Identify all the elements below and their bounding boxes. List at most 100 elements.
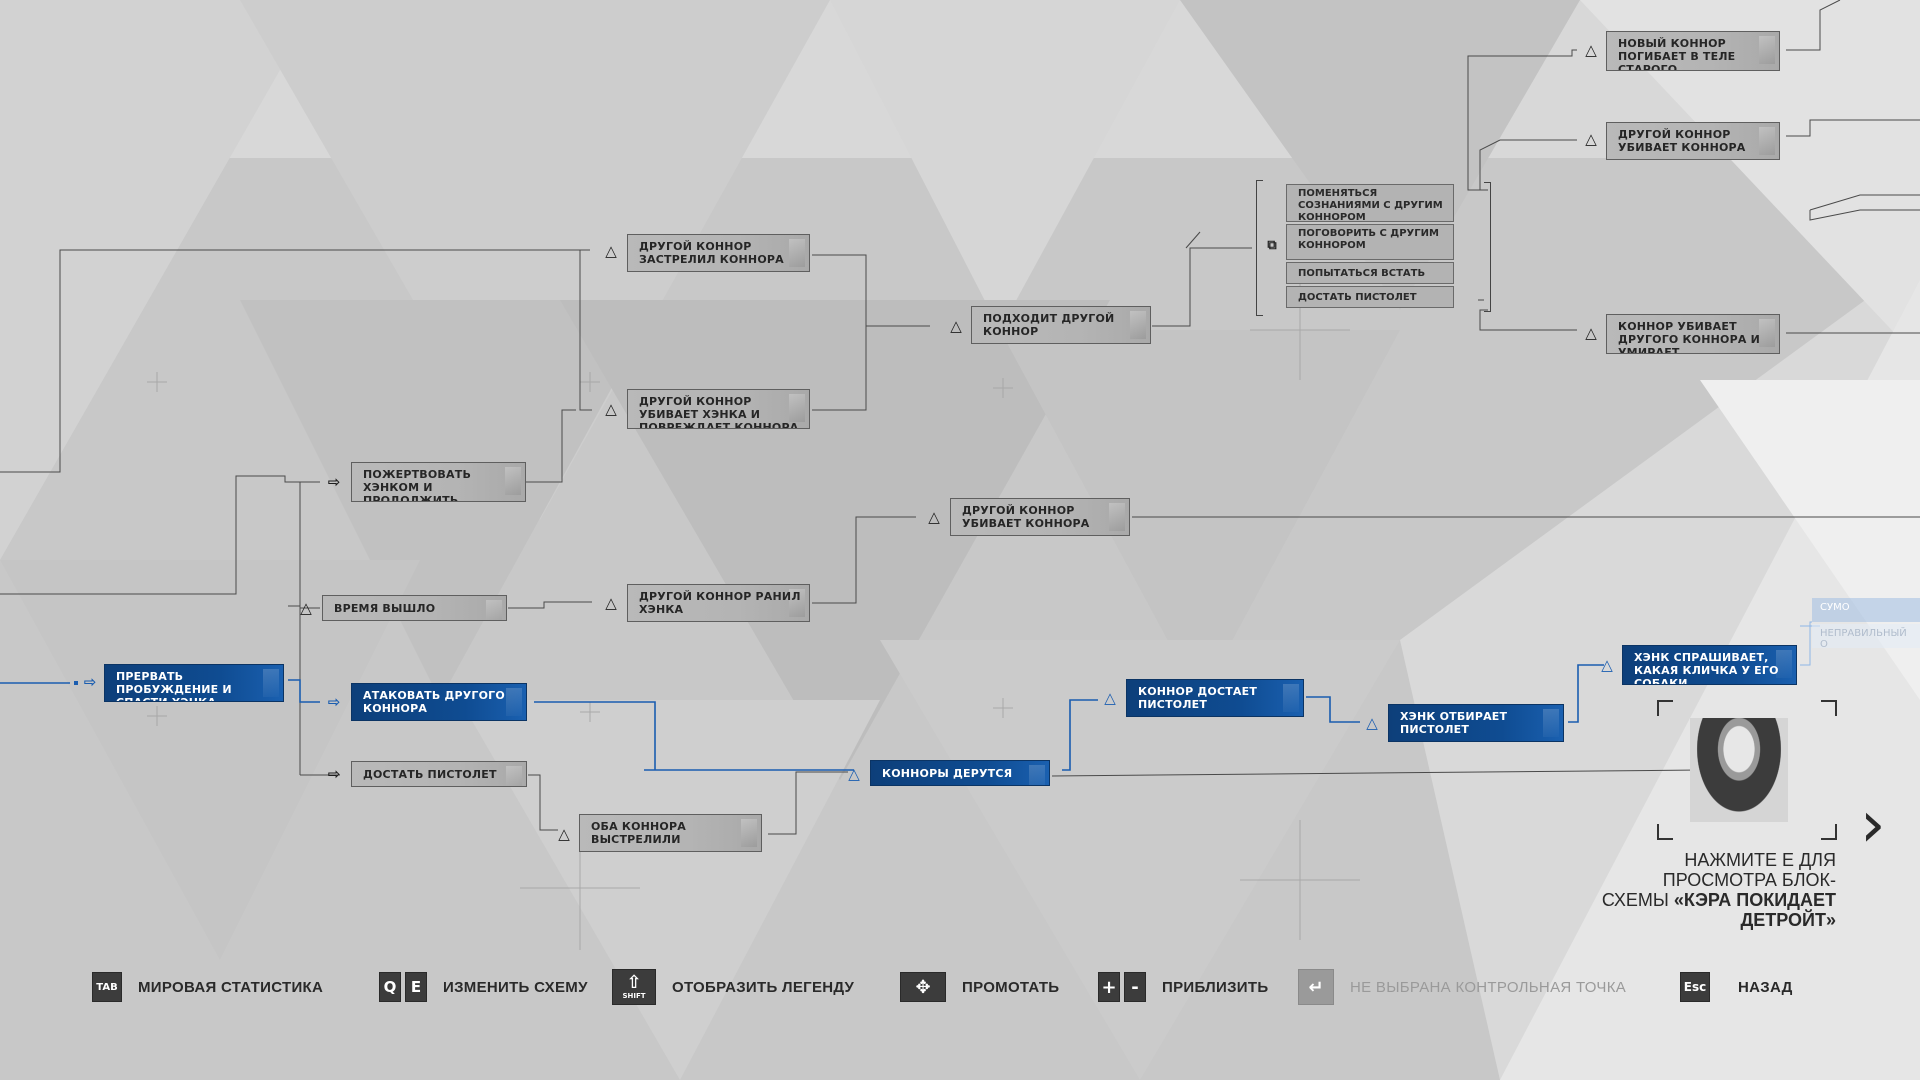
- event-triangle-icon: △: [558, 825, 570, 843]
- choice-draw-gun[interactable]: ДОСТАТЬ ПИСТОЛЕТ: [1286, 286, 1454, 308]
- node-connor-pulls-gun[interactable]: КОННОР ДОСТАЕТ ПИСТОЛЕТ: [1126, 679, 1304, 717]
- node-hank-asks-dog[interactable]: ХЭНК СПРАШИВАЕТ, КАКАЯ КЛИЧКА У ЕГО СОБА…: [1622, 645, 1797, 685]
- node-sacrifice-hank[interactable]: ПОЖЕРТВОВАТЬ ХЭНКОМ И ПРОДОЛЖИТЬ ПРОБУЖД…: [351, 462, 526, 502]
- plus-key-icon: +: [1098, 972, 1120, 1002]
- world-stats-button[interactable]: TAB МИРОВАЯ СТАТИСТИКА: [92, 970, 323, 1004]
- enter-key-icon: ↵: [1298, 969, 1334, 1005]
- node-label: ДРУГОЙ КОННОР УБИВАЕТ КОННОРА: [1618, 128, 1746, 154]
- node-draw-gun[interactable]: ДОСТАТЬ ПИСТОЛЕТ: [351, 761, 527, 787]
- node-label: ДРУГОЙ КОННОР УБИВАЕТ ХЭНКА И ПОВРЕЖДАЕТ…: [639, 395, 799, 429]
- event-triangle-icon: △: [848, 765, 860, 783]
- choice-talk[interactable]: ПОГОВОРИТЬ С ДРУГИМ КОННОРОМ: [1286, 224, 1454, 260]
- node-label: ПОЖЕРТВОВАТЬ ХЭНКОМ И ПРОДОЛЖИТЬ ПРОБУЖД…: [363, 468, 472, 502]
- node-attack-other-connor[interactable]: АТАКОВАТЬ ДРУГОГО КОННОРА: [351, 683, 527, 721]
- zoom-label: ПРИБЛИЗИТЬ: [1162, 978, 1269, 996]
- node-label: КОННОР ДОСТАЕТ ПИСТОЛЕТ: [1138, 685, 1258, 711]
- show-legend-label: ОТОБРАЗИТЬ ЛЕГЕНДУ: [672, 978, 855, 996]
- choice-label: ПОПЫТАТЬСЯ ВСТАТЬ: [1298, 268, 1426, 279]
- node-label: ДРУГОЙ КОННОР УБИВАЕТ КОННОРА: [962, 504, 1090, 530]
- node-connors-fight[interactable]: КОННОРЫ ДЕРУТСЯ: [870, 760, 1050, 786]
- event-triangle-icon: △: [1601, 656, 1613, 674]
- shift-key-label: SHIFT: [622, 991, 646, 1000]
- tab-key-icon: TAB: [92, 972, 122, 1002]
- choice-arrow-icon: ⇨: [327, 473, 341, 491]
- scroll-label: ПРОМОТАТЬ: [962, 978, 1060, 996]
- event-triangle-icon: △: [1585, 324, 1597, 342]
- minus-key-icon: -: [1124, 972, 1146, 1002]
- back-button[interactable]: Esc НАЗАД: [1680, 970, 1793, 1004]
- show-legend-button[interactable]: ⇧SHIFT ОТОБРАЗИТЬ ЛЕГЕНДУ: [612, 969, 855, 1005]
- node-other-wounded-hank[interactable]: ДРУГОЙ КОННОР РАНИЛ ХЭНКА: [627, 584, 810, 622]
- frame-corner: [1821, 824, 1837, 840]
- node-label: ОБА КОННОРА ВЫСТРЕЛИЛИ: [591, 820, 686, 846]
- ghost-option-sumo: СУМО: [1812, 598, 1920, 622]
- kara-portrait-image: [1690, 718, 1788, 822]
- next-chapter-arrow-icon[interactable]: ›: [1860, 788, 1886, 862]
- zoom-button[interactable]: + - ПРИБЛИЗИТЬ: [1098, 970, 1268, 1004]
- change-chart-label: ИЗМЕНИТЬ СХЕМУ: [443, 978, 588, 996]
- prompt-chapter-name: «КЭРА ПОКИДАЕТ ДЕТРОЙТ»: [1673, 890, 1836, 930]
- node-label: ПРЕРВАТЬ ПРОБУЖДЕНИЕ И СПАСТИ ХЭНКА: [116, 670, 232, 701]
- frame-corner: [1657, 700, 1673, 716]
- event-triangle-icon: △: [300, 599, 312, 617]
- event-triangle-icon: △: [950, 317, 962, 335]
- scroll-button[interactable]: ✥ ПРОМОТАТЬ: [900, 970, 1059, 1004]
- event-triangle-icon: △: [1366, 714, 1378, 732]
- event-triangle-icon: △: [605, 594, 617, 612]
- choice-bracket-right: [1484, 182, 1491, 312]
- world-stats-label: МИРОВАЯ СТАТИСТИКА: [138, 978, 324, 996]
- event-triangle-icon: △: [1585, 130, 1597, 148]
- node-label: ХЭНК ОТБИРАЕТ ПИСТОЛЕТ: [1400, 710, 1508, 736]
- q-key-icon: Q: [379, 972, 401, 1002]
- choice-arrow-icon: ⇨: [327, 765, 341, 783]
- move-key-icon: ✥: [900, 972, 946, 1002]
- choice-group: ПОМЕНЯТЬСЯ СОЗНАНИЯМИ С ДРУГИМ КОННОРОМ …: [1286, 184, 1454, 310]
- node-other-kills-connor[interactable]: ДРУГОЙ КОННОР УБИВАЕТ КОННОРА: [950, 498, 1130, 536]
- node-label: КОННОРЫ ДЕРУТСЯ: [882, 767, 1013, 780]
- choice-label: ПОМЕНЯТЬСЯ СОЗНАНИЯМИ С ДРУГИМ КОННОРОМ: [1298, 188, 1443, 223]
- checkpoint-button[interactable]: ↵ НЕ ВЫБРАНА КОНТРОЛЬНАЯ ТОЧКА: [1298, 969, 1627, 1005]
- connector-dot: [74, 681, 78, 685]
- node-other-shot-connor[interactable]: ДРУГОЙ КОННОР ЗАСТРЕЛИЛ КОННОРА: [627, 234, 810, 272]
- node-label: ВРЕМЯ ВЫШЛО: [334, 602, 436, 615]
- node-abort-awakening[interactable]: ПРЕРВАТЬ ПРОБУЖДЕНИЕ И СПАСТИ ХЭНКА: [104, 664, 284, 702]
- node-connor-kills-and-dies[interactable]: КОННОР УБИВАЕТ ДРУГОГО КОННОРА И УМИРАЕТ: [1606, 314, 1780, 354]
- node-label: КОННОР УБИВАЕТ ДРУГОГО КОННОРА И УМИРАЕТ: [1618, 320, 1761, 354]
- node-both-shot[interactable]: ОБА КОННОРА ВЫСТРЕЛИЛИ: [579, 814, 762, 852]
- node-time-out[interactable]: ВРЕМЯ ВЫШЛО: [322, 595, 507, 621]
- multi-choice-icon: ⧉: [1267, 238, 1277, 253]
- node-label: ДРУГОЙ КОННОР ЗАСТРЕЛИЛ КОННОРА: [639, 240, 784, 266]
- event-triangle-icon: △: [605, 400, 617, 418]
- node-label: АТАКОВАТЬ ДРУГОГО КОННОРА: [363, 689, 505, 715]
- esc-key-icon: Esc: [1680, 972, 1710, 1002]
- node-new-connor-dies[interactable]: НОВЫЙ КОННОР ПОГИБАЕТ В ТЕЛЕ СТАРОГО: [1606, 31, 1780, 71]
- node-label: НОВЫЙ КОННОР ПОГИБАЕТ В ТЕЛЕ СТАРОГО: [1618, 37, 1736, 71]
- node-label: ДОСТАТЬ ПИСТОЛЕТ: [363, 768, 497, 781]
- event-triangle-icon: △: [605, 242, 617, 260]
- choice-label: ПОГОВОРИТЬ С ДРУГИМ КОННОРОМ: [1298, 228, 1439, 251]
- event-triangle-icon: △: [1585, 41, 1597, 59]
- event-triangle-icon: △: [928, 508, 940, 526]
- node-other-approaches[interactable]: ПОДХОДИТ ДРУГОЙ КОННОР: [971, 306, 1151, 344]
- shift-key-icon: ⇧SHIFT: [612, 969, 656, 1005]
- node-other-connor-kills[interactable]: ДРУГОЙ КОННОР УБИВАЕТ КОННОРА: [1606, 122, 1780, 160]
- ghost-option-wrong: НЕПРАВИЛЬНЫЙ О: [1812, 624, 1920, 650]
- chapter-preview-frame[interactable]: [1657, 700, 1837, 840]
- choice-swap-minds[interactable]: ПОМЕНЯТЬСЯ СОЗНАНИЯМИ С ДРУГИМ КОННОРОМ: [1286, 184, 1454, 223]
- next-chapter-prompt: НАЖМИТЕ E ДЛЯ ПРОСМОТРА БЛОК-СХЕМЫ «КЭРА…: [1600, 850, 1836, 930]
- node-other-kills-hank[interactable]: ДРУГОЙ КОННОР УБИВАЕТ ХЭНКА И ПОВРЕЖДАЕТ…: [627, 389, 810, 429]
- choice-arrow-icon: ⇨: [83, 673, 97, 691]
- event-triangle-icon: △: [1104, 689, 1116, 707]
- frame-corner: [1821, 700, 1837, 716]
- node-label: ПОДХОДИТ ДРУГОЙ КОННОР: [983, 312, 1115, 338]
- change-chart-button[interactable]: Q E ИЗМЕНИТЬ СХЕМУ: [379, 970, 588, 1004]
- node-hank-takes-gun[interactable]: ХЭНК ОТБИРАЕТ ПИСТОЛЕТ: [1388, 704, 1564, 742]
- choice-bracket-left: [1256, 180, 1263, 316]
- node-label: ХЭНК СПРАШИВАЕТ, КАКАЯ КЛИЧКА У ЕГО СОБА…: [1634, 651, 1779, 685]
- back-label: НАЗАД: [1738, 978, 1793, 996]
- ghost-option-label: СУМО: [1820, 602, 1850, 613]
- choice-try-stand[interactable]: ПОПЫТАТЬСЯ ВСТАТЬ: [1286, 262, 1454, 284]
- frame-corner: [1657, 824, 1673, 840]
- e-key-icon: E: [405, 972, 427, 1002]
- checkpoint-label: НЕ ВЫБРАНА КОНТРОЛЬНАЯ ТОЧКА: [1350, 978, 1627, 996]
